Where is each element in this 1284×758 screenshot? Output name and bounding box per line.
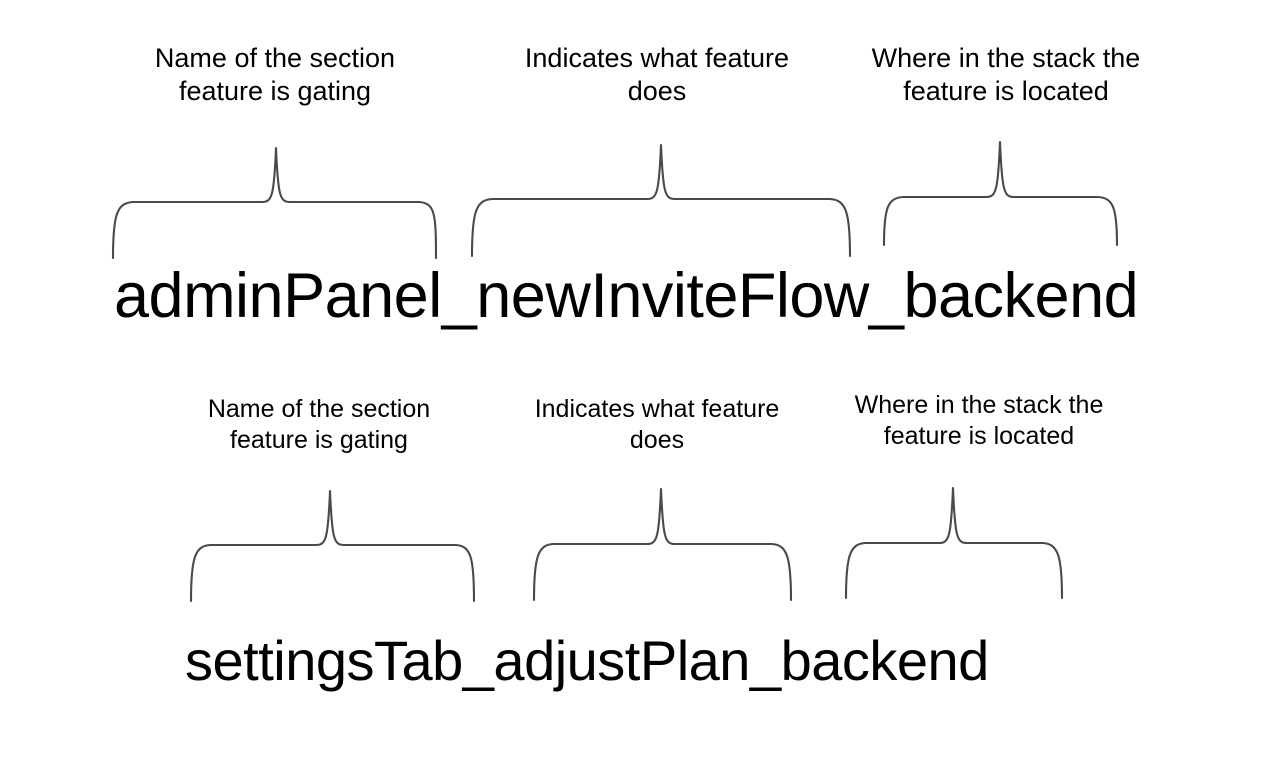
feature-flag-token-row2: settingsTab_adjustPlan_backend	[185, 629, 989, 692]
feature-flag-token-row1: adminPanel_newInviteFlow_backend	[114, 261, 1139, 331]
brace-row1-seg1	[111, 146, 438, 260]
caption-row1-segment2: Indicates what feature does	[524, 43, 790, 106]
brace-row2-seg3	[844, 486, 1064, 600]
caption-row2-segment2: Indicates what feature does	[534, 395, 780, 454]
caption-row1-segment3: Where in the stack the feature is locate…	[871, 43, 1141, 106]
brace-row1-seg2	[470, 143, 852, 258]
caption-row2-segment1: Name of the section feature is gating	[207, 395, 431, 454]
brace-row2-seg2	[532, 487, 793, 602]
caption-row1-segment1: Name of the section feature is gating	[154, 43, 396, 106]
brace-row2-seg1	[189, 489, 476, 603]
brace-row1-seg3	[882, 140, 1119, 247]
caption-row2-segment3: Where in the stack the feature is locate…	[854, 391, 1104, 450]
